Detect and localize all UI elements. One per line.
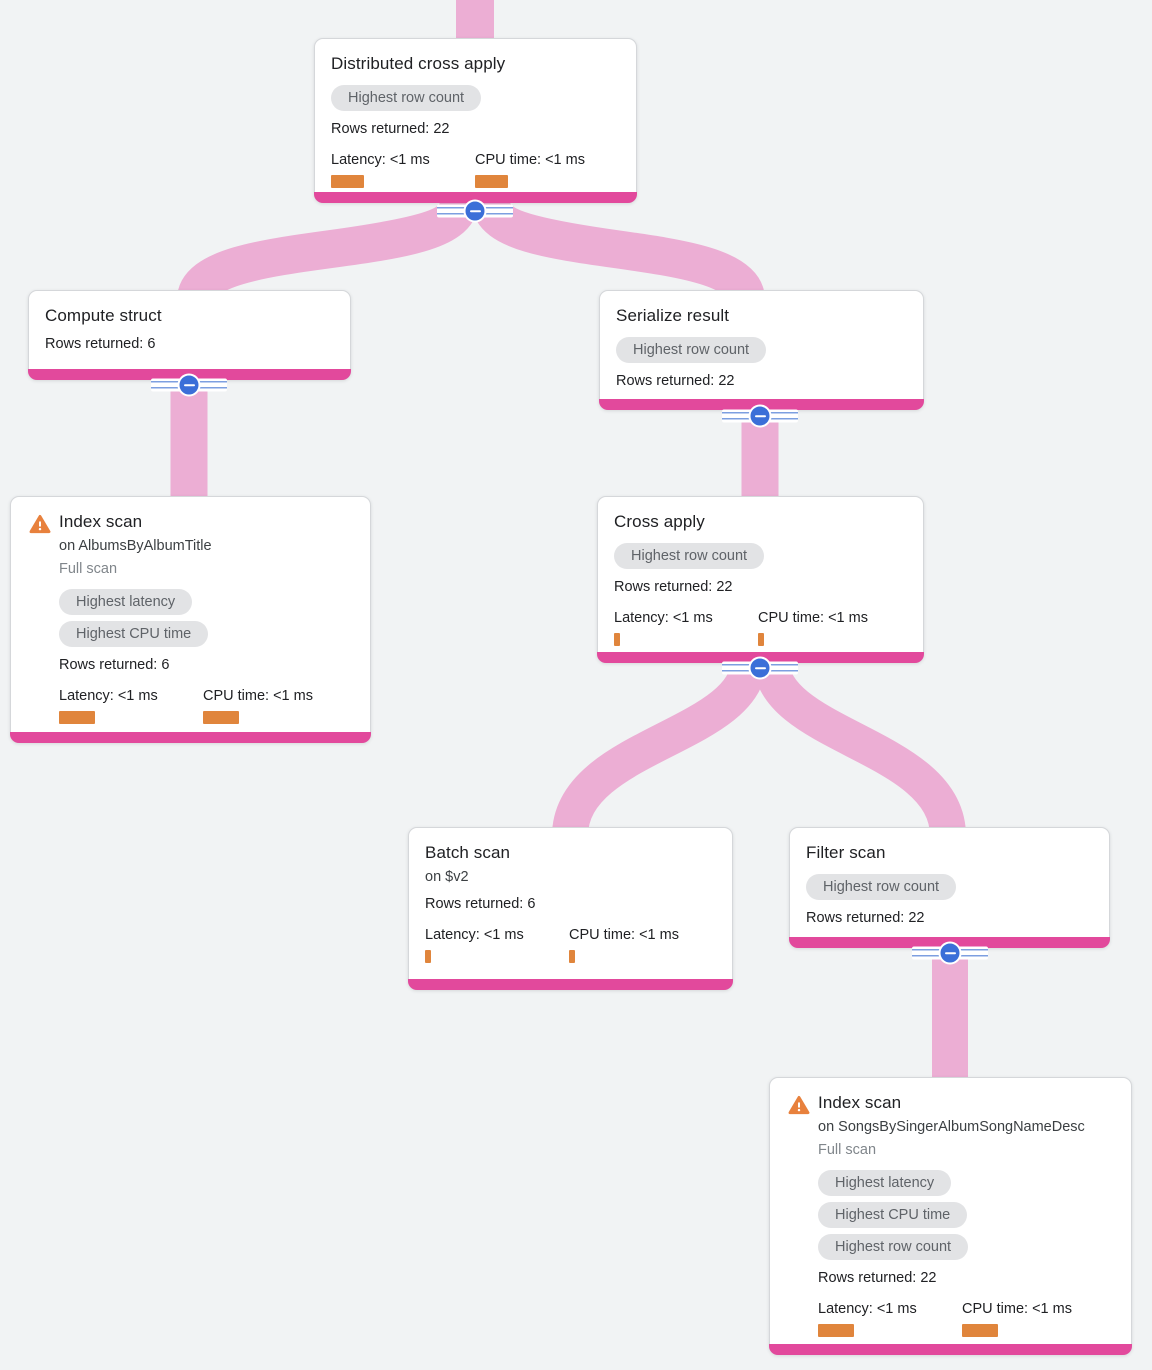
plan-node-distributed-cross-apply[interactable]: Distributed cross apply Highest row coun…	[314, 38, 637, 203]
rows-returned: Rows returned: 22	[614, 579, 733, 595]
minus-icon	[748, 404, 772, 428]
latency-label: Latency: <1 ms	[614, 610, 713, 626]
collapse-button-distributed-cross-apply[interactable]	[437, 199, 513, 223]
flow-link-to-compute-struct	[177, 197, 478, 304]
badge-highest-row-count: Highest row count	[616, 337, 767, 363]
rows-returned: Rows returned: 22	[806, 910, 925, 926]
badge-highest-row-count: Highest row count	[331, 85, 482, 111]
badge-highest-cpu-time: Highest CPU time	[818, 1202, 968, 1228]
minus-icon	[748, 656, 772, 680]
node-title: Cross apply	[614, 512, 705, 531]
scan-type: Full scan	[818, 1142, 877, 1158]
plan-node-batch-scan[interactable]: Batch scan on $v2 Rows returned: 6 Laten…	[408, 827, 733, 990]
warning-icon	[788, 1095, 810, 1115]
plan-node-index-scan-albums[interactable]: Index scan on AlbumsByAlbumTitle Full sc…	[10, 496, 371, 743]
cpu-time-label: CPU time: <1 ms	[475, 152, 585, 168]
latency-bar	[425, 950, 431, 963]
latency-label: Latency: <1 ms	[425, 927, 524, 943]
badge-highest-row-count: Highest row count	[806, 874, 957, 900]
node-title: Index scan	[818, 1093, 902, 1112]
node-title: Index scan	[59, 512, 143, 531]
cpu-time-bar	[758, 633, 764, 646]
cpu-time-label: CPU time: <1 ms	[962, 1301, 1072, 1317]
collapse-button-cross-apply[interactable]	[722, 656, 798, 680]
node-title: Batch scan	[425, 843, 511, 862]
rows-returned: Rows returned: 22	[818, 1270, 937, 1286]
rows-returned: Rows returned: 22	[331, 121, 450, 137]
badge-highest-cpu-time: Highest CPU time	[59, 621, 209, 647]
collapse-button-compute-struct[interactable]	[151, 373, 227, 397]
cpu-time-label: CPU time: <1 ms	[758, 610, 868, 626]
node-accent-bar	[769, 1344, 1132, 1355]
cpu-time-label: CPU time: <1 ms	[569, 927, 679, 943]
rows-returned: Rows returned: 6	[45, 336, 156, 352]
latency-label: Latency: <1 ms	[818, 1301, 917, 1317]
flow-link-to-batch-scan	[552, 658, 767, 838]
minus-icon	[938, 941, 962, 965]
rows-returned: Rows returned: 6	[59, 657, 170, 673]
plan-node-filter-scan[interactable]: Filter scan Highest row count Rows retur…	[789, 827, 1110, 948]
cpu-time-bar	[203, 711, 239, 724]
collapse-button-filter-scan[interactable]	[912, 941, 988, 965]
minus-icon	[463, 199, 487, 223]
latency-bar	[818, 1324, 854, 1337]
cpu-time-bar	[475, 175, 508, 188]
flow-link-to-filter-scan	[753, 658, 966, 838]
plan-node-index-scan-songs[interactable]: Index scan on SongsBySingerAlbumSongName…	[769, 1077, 1132, 1355]
plan-node-cross-apply[interactable]: Cross apply Highest row count Rows retur…	[597, 496, 924, 663]
node-title: Compute struct	[45, 306, 162, 325]
latency-bar	[614, 633, 620, 646]
node-title: Distributed cross apply	[331, 54, 506, 73]
minus-icon	[177, 373, 201, 397]
scan-type: Full scan	[59, 561, 118, 577]
cpu-time-bar	[569, 950, 575, 963]
badge-highest-latency: Highest latency	[818, 1170, 952, 1196]
rows-returned: Rows returned: 22	[616, 373, 735, 389]
node-title: Serialize result	[616, 306, 730, 325]
plan-node-compute-struct[interactable]: Compute struct Rows returned: 6	[28, 290, 351, 380]
badge-highest-latency: Highest latency	[59, 589, 193, 615]
plan-node-serialize-result[interactable]: Serialize result Highest row count Rows …	[599, 290, 924, 410]
latency-label: Latency: <1 ms	[331, 152, 430, 168]
node-target: on SongsBySingerAlbumSongNameDesc	[818, 1119, 1085, 1135]
cpu-time-label: CPU time: <1 ms	[203, 688, 313, 704]
latency-label: Latency: <1 ms	[59, 688, 158, 704]
flow-link-to-serialize-result	[472, 198, 765, 304]
rows-returned: Rows returned: 6	[425, 896, 536, 912]
collapse-button-serialize-result[interactable]	[722, 404, 798, 428]
cpu-time-bar	[962, 1324, 998, 1337]
latency-bar	[59, 711, 95, 724]
node-accent-bar	[408, 979, 733, 990]
latency-bar	[331, 175, 364, 188]
node-title: Filter scan	[806, 843, 886, 862]
node-target: on AlbumsByAlbumTitle	[59, 538, 212, 554]
warning-icon	[29, 514, 51, 534]
badge-highest-row-count: Highest row count	[614, 543, 765, 569]
node-target: on $v2	[425, 869, 469, 885]
badge-highest-row-count: Highest row count	[818, 1234, 969, 1260]
node-accent-bar	[314, 192, 637, 203]
node-accent-bar	[10, 732, 371, 743]
